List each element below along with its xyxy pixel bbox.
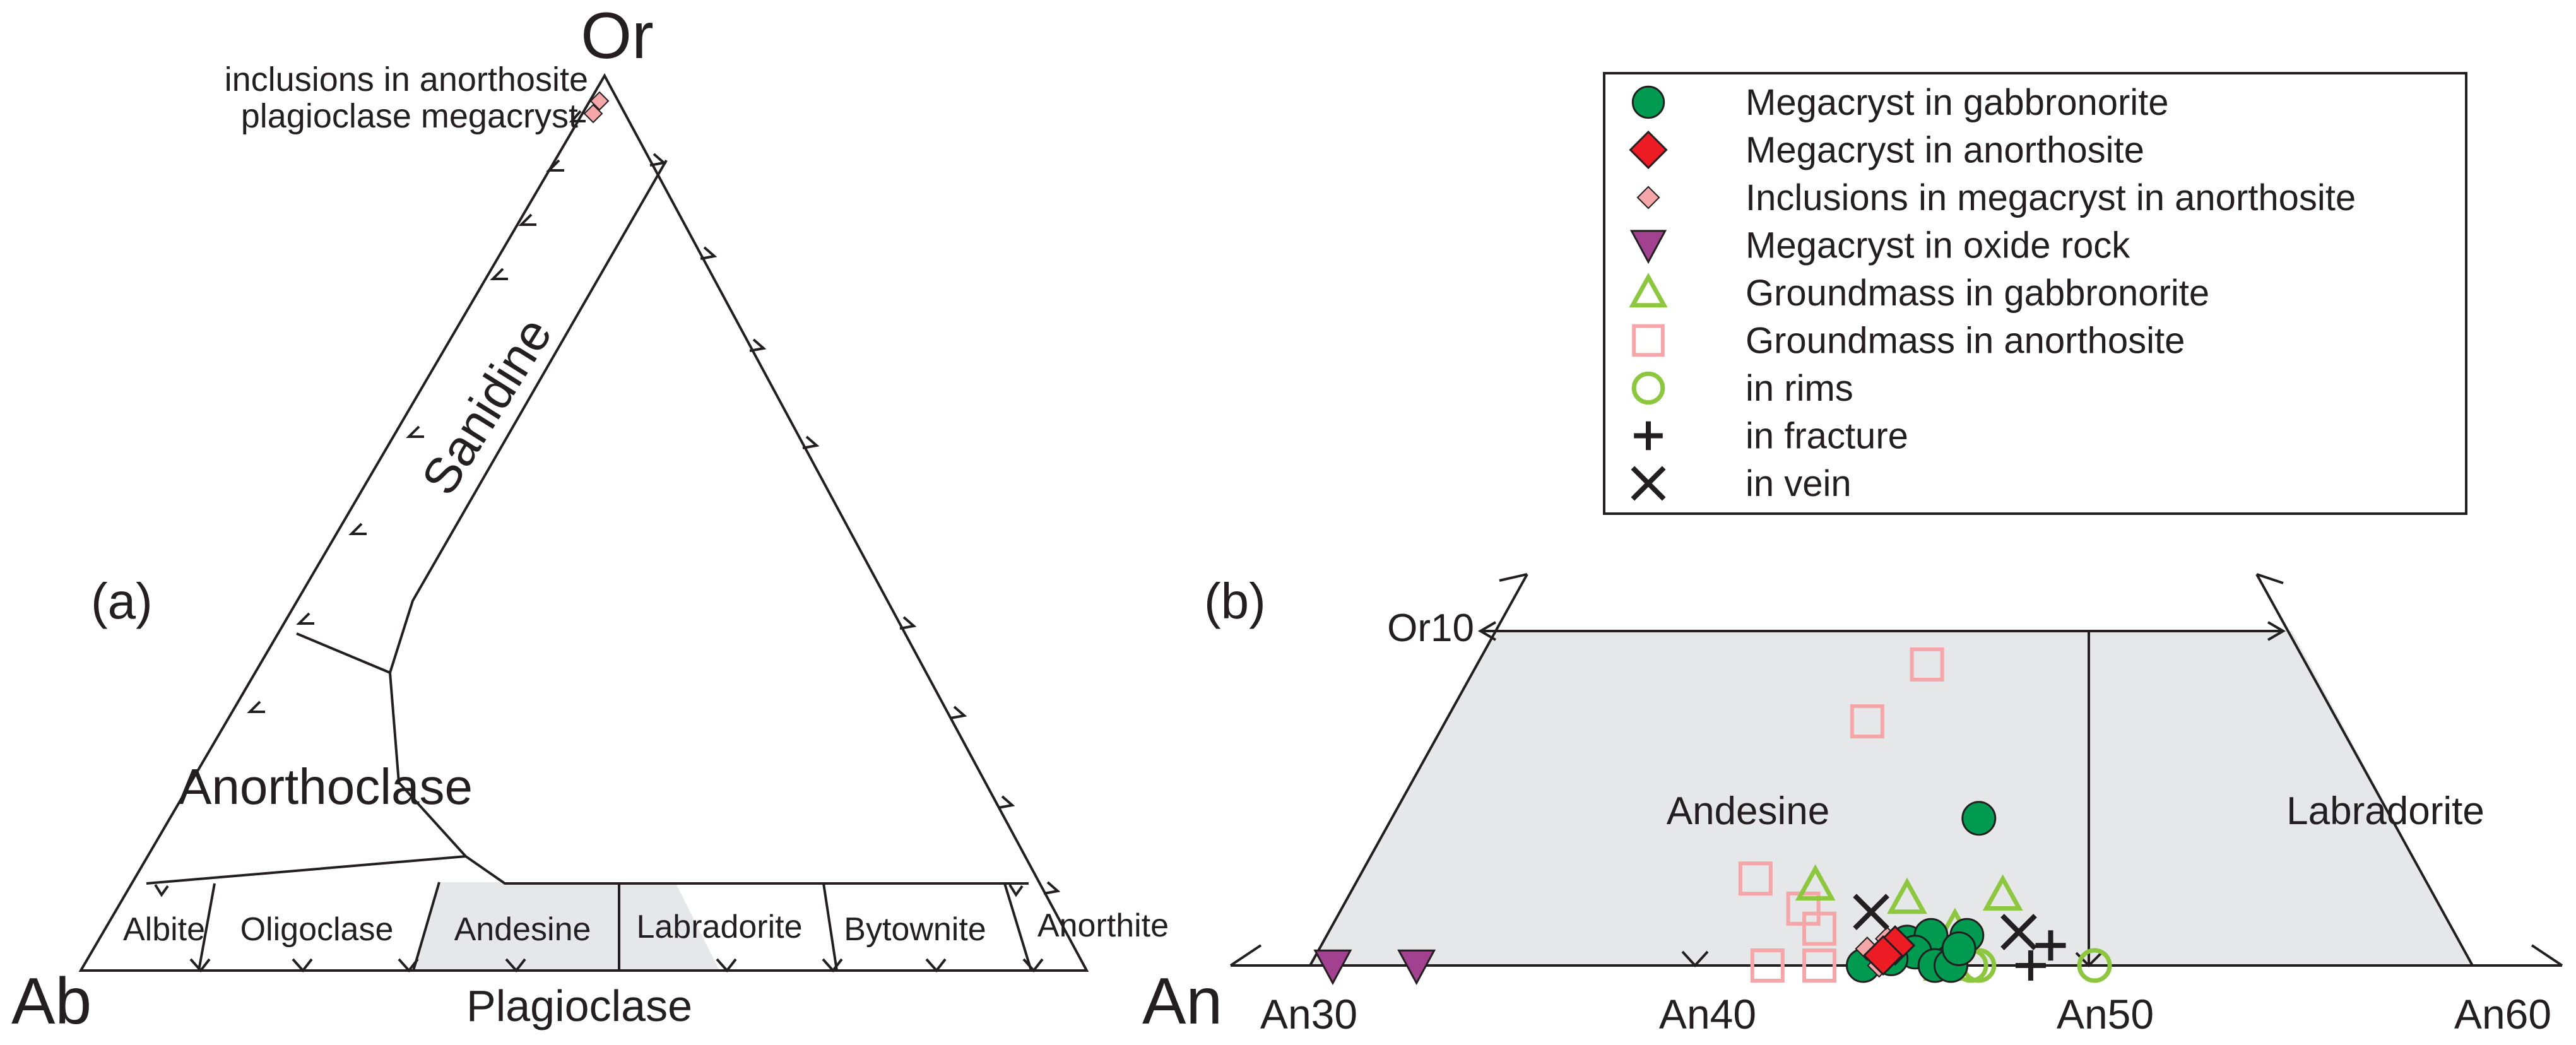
plag-field-label-anorthite: Anorthite: [1037, 907, 1169, 944]
annotation-inclusion-markers: [583, 91, 610, 124]
baseline-left-cap: [1229, 944, 1262, 967]
apex-an-label: An: [1142, 965, 1222, 1038]
labradorite-field-label: Labradorite: [2286, 789, 2484, 833]
legend-symbol-cross: [1631, 466, 1666, 501]
data-point-circle-filled: [1961, 801, 1997, 836]
or10-label: Or10: [1387, 606, 1474, 650]
left-slant-edge: [1309, 574, 1528, 966]
data-point-square-open: [1802, 948, 1836, 983]
legend-box: [1603, 72, 2467, 515]
annotation-line1: inclusions in anorthosite: [225, 61, 588, 98]
legend-symbol-diamond-filled: [1629, 130, 1668, 170]
legend-label: Megacryst in oxide rock: [1746, 225, 2130, 266]
plag-field-label-bytownite: Bytownite: [844, 911, 986, 948]
legend-label: in rims: [1746, 368, 1853, 409]
apex-ab-label: Ab: [11, 965, 92, 1038]
data-points: [1313, 647, 2112, 986]
x-tick-label-an60: An60: [2454, 991, 2551, 1037]
data-point-square-open: [1802, 911, 1836, 946]
data-point-square-open: [1738, 861, 1773, 896]
data-point-circle-open: [2077, 948, 2112, 983]
legend-label: Groundmass in gabbronorite: [1746, 273, 2209, 314]
left-slant-cap: [1499, 573, 1528, 582]
plag-field-label-andesine: Andesine: [454, 911, 591, 948]
legend-symbol-circle-filled: [1631, 85, 1665, 119]
panel-b-enlarged-diagram: (b) Or10 An30 An40 An50 An60 Andesine La…: [1204, 573, 2563, 1037]
data-point-square-open: [1910, 647, 1944, 682]
legend-label: Groundmass in anorthosite: [1746, 321, 2185, 362]
anorthoclase-field-label: Anorthoclase: [178, 759, 473, 815]
apex-or-label: Or: [581, 0, 654, 73]
plot-field-shade: [1310, 631, 2473, 965]
panel-b-label: (b): [1204, 573, 1266, 629]
plagioclase-boundary: [146, 854, 1029, 885]
plagioclase-dividers: [198, 882, 1032, 971]
data-point-triangle-open: [1982, 874, 2023, 911]
legend-symbol-triangle-down-filled: [1629, 230, 1667, 264]
an40-tick: [1681, 950, 1709, 967]
legend-label: in vein: [1746, 463, 1852, 504]
legend-item: Megacryst in oxide rock: [1629, 225, 2130, 266]
legend-label: Inclusions in megacryst in anorthosite: [1746, 177, 2356, 218]
panel-a-label: (a): [91, 573, 153, 629]
panel-a-ternary-diagram: inclusions in anorthosite plagioclase me…: [11, 0, 1222, 1038]
data-point-triangle-down-filled: [1397, 949, 1436, 986]
data-point-square-open: [1750, 948, 1785, 983]
plag-field-label-labradorite: Labradorite: [636, 909, 802, 945]
data-point-cross: [2000, 914, 2037, 950]
base-plagioclase-label: Plagioclase: [466, 981, 692, 1030]
data-point-cross: [1853, 894, 1889, 931]
legend-item: Groundmass in gabbronorite: [1629, 273, 2209, 314]
legend-item: in fracture: [1634, 416, 1908, 457]
legend-item: Groundmass in anorthosite: [1632, 321, 2185, 362]
legend-item: in vein: [1631, 463, 1852, 504]
legend-symbol-circle-open: [1631, 371, 1665, 405]
baseline-right-cap: [2531, 944, 2563, 967]
data-point-circle-filled: [1941, 931, 1976, 966]
plag-field-label-albite: Albite: [123, 911, 205, 948]
data-point-triangle-open: [1795, 864, 1836, 901]
or10-right-arrow: [2267, 621, 2286, 641]
legend-symbol-diamond-small: [1636, 186, 1660, 210]
legend-label: Megacryst in anorthosite: [1746, 130, 2144, 171]
sanidine-boundary: [296, 160, 668, 675]
right-edge-ticks: [649, 153, 1061, 895]
right-slant-edge: [2255, 574, 2474, 966]
x-tick-label-an40: An40: [1659, 991, 1756, 1037]
legend-item: Inclusions in megacryst in anorthosite: [1636, 177, 2356, 218]
andesine-field-label: Andesine: [1667, 789, 1830, 833]
legend-item: Megacryst in gabbronorite: [1631, 82, 2169, 123]
annotation-line2: plagioclase megacryst: [241, 97, 578, 135]
andesine-field-shade: [413, 882, 619, 971]
right-slant-cap: [2256, 573, 2284, 584]
legend-item: Megacryst in anorthosite: [1629, 130, 2144, 171]
labradorite-field-shade: [619, 882, 719, 971]
data-point-plus: [2035, 930, 2066, 961]
data-point-diamond-filled: [1862, 935, 1904, 976]
legend-label: in fracture: [1746, 416, 1908, 457]
bottom-edge-ticks: [154, 883, 1044, 973]
ternary-outline: [78, 73, 1089, 972]
or10-left-arrow: [1478, 621, 1497, 641]
data-point-square-open: [1850, 704, 1884, 739]
data-point-triangle-open: [1887, 877, 1927, 914]
legend-label: Megacryst in gabbronorite: [1746, 82, 2169, 123]
legend-symbol-triangle-open: [1629, 273, 1668, 308]
legend-symbol-square-open: [1632, 324, 1665, 357]
x-tick-label-an50: An50: [2057, 991, 2154, 1037]
x-tick-label-an30: An30: [1260, 991, 1357, 1037]
left-edge-ticks: [247, 110, 586, 713]
data-point-plus: [2015, 950, 2046, 981]
plag-field-label-oligoclase: Oligoclase: [240, 911, 394, 948]
legend-symbol-plus: [1634, 421, 1663, 451]
anorthoclase-boundary: [389, 672, 467, 858]
legend-item: in rims: [1631, 368, 1853, 409]
data-point-triangle-down-filled: [1313, 949, 1352, 986]
